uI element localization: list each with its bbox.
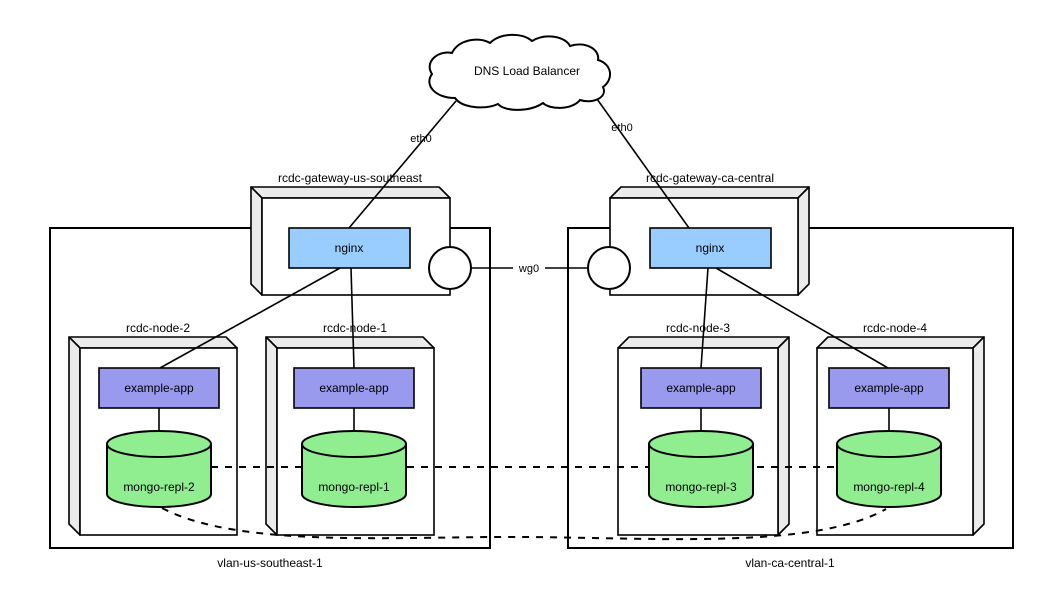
edge-nginx-to-node3 <box>700 267 709 369</box>
node-label-node1: rcdc-node-1 <box>323 321 387 335</box>
cloud-label: DNS Load Balancer <box>474 64 580 78</box>
db-label-node2: mongo-repl-2 <box>123 480 195 494</box>
wg0-label-bg <box>513 258 545 274</box>
db-label-node1: mongo-repl-1 <box>318 480 390 494</box>
edge-dns-to-nginx-right <box>596 98 690 229</box>
gateway-label-left: rcdc-gateway-us-southeast <box>278 171 423 185</box>
db-label-node3: mongo-repl-3 <box>665 480 737 494</box>
edge-nginx-to-node4 <box>715 267 889 369</box>
replication-link-curved <box>161 507 887 541</box>
cube-side-face <box>777 336 790 536</box>
edge-dns-to-nginx-left <box>348 100 457 229</box>
edge-nginx-to-node1 <box>350 267 355 369</box>
db-label-node4: mongo-repl-4 <box>853 480 925 494</box>
app-box-node1 <box>293 367 415 409</box>
cube-side-face <box>68 336 81 536</box>
cube-side-face <box>250 186 263 296</box>
cube-top-face <box>265 336 435 349</box>
cube-side-face <box>265 336 278 536</box>
gateway-label-right: rcdc-gateway-ca-central <box>646 171 774 185</box>
cylinder-top <box>301 430 407 458</box>
cube-top-face <box>816 336 985 349</box>
cylinder-top <box>648 430 754 458</box>
database-cylinder-node4: mongo-repl-4 <box>836 430 942 508</box>
cube-top-face <box>609 186 810 199</box>
wg0-label: wg0 <box>518 263 539 275</box>
node-label-node4: rcdc-node-4 <box>863 321 927 335</box>
wg0-interface-left-icon <box>428 246 472 290</box>
eth0-label-right: eth0 <box>611 122 632 134</box>
database-cylinder-node3: mongo-repl-3 <box>648 430 754 508</box>
node-label-node3: rcdc-node-3 <box>666 321 730 335</box>
nginx-box-left <box>288 227 411 269</box>
nginx-label-left: nginx <box>335 241 364 255</box>
dns-load-balancer: DNS Load Balancer <box>428 33 611 111</box>
cylinder-top <box>836 430 942 458</box>
app-label-node3: example-app <box>666 381 736 395</box>
app-label-node1: example-app <box>319 381 389 395</box>
edge-nginx-to-node2 <box>159 267 341 369</box>
vlan-label-left: vlan-us-southeast-1 <box>217 556 323 570</box>
app-label-node2: example-app <box>124 381 194 395</box>
cylinder-top <box>106 430 212 458</box>
database-cylinder-node1: mongo-repl-1 <box>301 430 407 508</box>
cube-side-face <box>972 336 985 536</box>
app-box-node2 <box>98 367 220 409</box>
wg0-interface-right-icon <box>587 246 631 290</box>
vlan-label-right: vlan-ca-central-1 <box>745 556 835 570</box>
nginx-label-right: nginx <box>696 241 725 255</box>
app-label-node4: example-app <box>854 381 924 395</box>
node-label-node2: rcdc-node-2 <box>126 321 190 335</box>
nginx-box-right <box>649 227 772 269</box>
cube-top-face <box>250 186 451 199</box>
eth0-label-left: eth0 <box>410 133 431 145</box>
app-box-node3 <box>640 367 762 409</box>
cube-side-face <box>797 186 810 296</box>
database-cylinder-node2: mongo-repl-2 <box>106 430 212 508</box>
cloud-icon <box>428 33 611 111</box>
app-box-node4 <box>828 367 950 409</box>
